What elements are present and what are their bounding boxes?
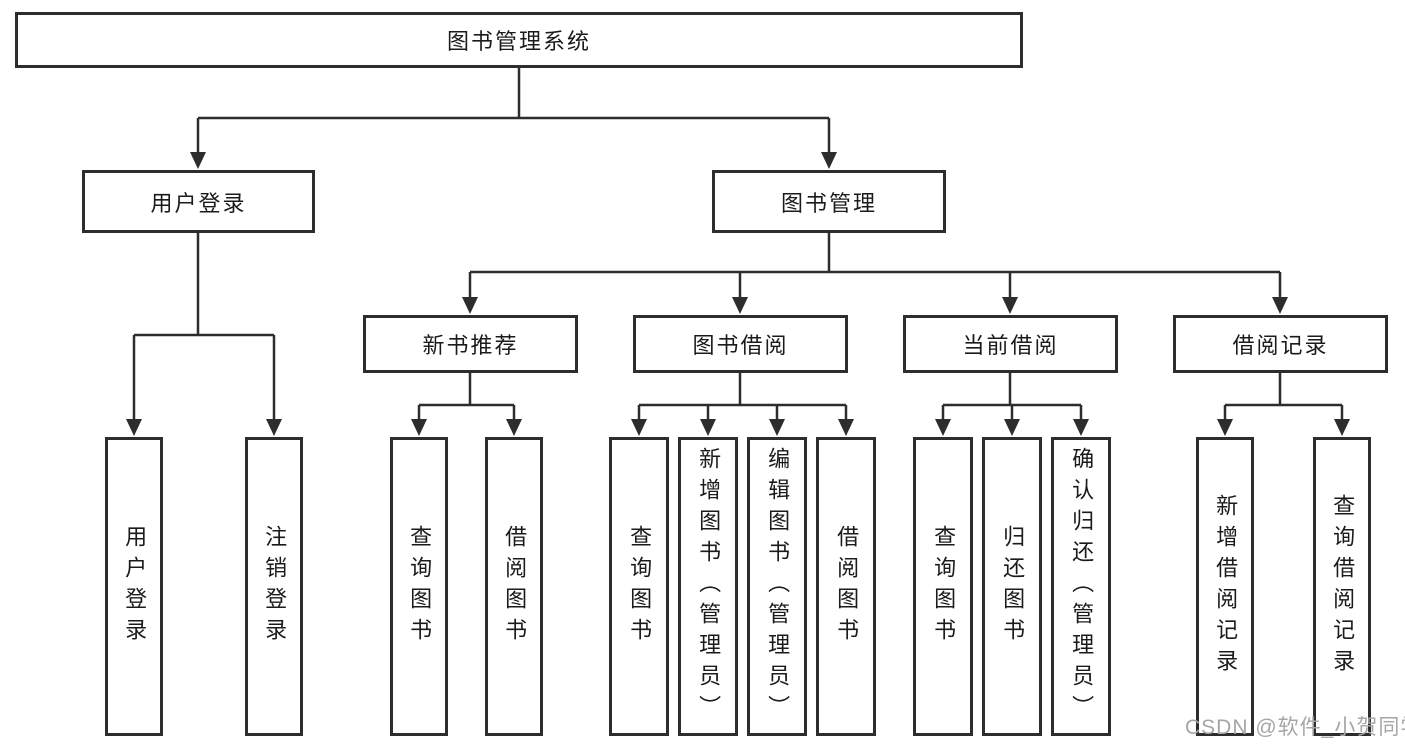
node-library-management-system: 图书管理系统 [15, 12, 1023, 68]
leaf-bb-query-books: 查询图书 [609, 437, 669, 736]
node-label: 当前借阅 [962, 333, 1059, 358]
node-label: 查询图书 [627, 524, 653, 649]
node-current-borrow: 当前借阅 [903, 315, 1118, 373]
node-label: 编辑图书（管理员） [765, 447, 791, 726]
node-label: 归还图书 [1000, 524, 1026, 649]
leaf-br-query-record: 查询借阅记录 [1313, 437, 1371, 736]
node-borrow-records: 借阅记录 [1173, 315, 1388, 373]
node-label: 用户登录 [122, 524, 148, 649]
leaf-cb-confirm-return-admin: 确认归还（管理员） [1051, 437, 1111, 736]
node-label: 用户登录 [150, 190, 247, 216]
node-user-login: 用户登录 [82, 170, 315, 233]
node-label: 借阅图书 [834, 524, 860, 649]
node-label: 借阅记录 [1232, 333, 1329, 358]
node-label: 注销登录 [262, 524, 288, 649]
leaf-bb-add-books-admin: 新增图书（管理员） [678, 437, 738, 736]
leaf-cb-query-books: 查询图书 [913, 437, 973, 736]
node-book-borrow: 图书借阅 [633, 315, 848, 373]
node-label: 新增图书（管理员） [696, 447, 722, 726]
node-label: 新书推荐 [422, 333, 519, 358]
leaf-cb-return-books: 归还图书 [982, 437, 1042, 736]
leaf-br-add-record: 新增借阅记录 [1196, 437, 1254, 736]
leaf-bb-edit-books-admin: 编辑图书（管理员） [747, 437, 807, 736]
csdn-watermark: CSDN @软件_小贺同学 [1185, 716, 1405, 739]
leaf-nb-borrow-books: 借阅图书 [485, 437, 543, 736]
leaf-logout: 注销登录 [245, 437, 303, 736]
node-label: 查询图书 [407, 524, 433, 649]
node-book-management: 图书管理 [712, 170, 946, 233]
node-label: 图书管理系统 [446, 29, 591, 54]
leaf-user-login: 用户登录 [105, 437, 163, 736]
leaf-bb-borrow-books: 借阅图书 [816, 437, 876, 736]
leaf-nb-query-books: 查询图书 [390, 437, 448, 736]
node-label: 图书借阅 [692, 333, 789, 358]
node-label: 图书管理 [780, 190, 877, 216]
node-label: 新增借阅记录 [1213, 493, 1239, 680]
node-label: 确认归还（管理员） [1069, 447, 1095, 726]
node-label: 查询借阅记录 [1330, 493, 1356, 680]
node-label: 查询图书 [931, 524, 957, 649]
node-label: 借阅图书 [502, 524, 528, 649]
node-new-book-recommend: 新书推荐 [363, 315, 578, 373]
